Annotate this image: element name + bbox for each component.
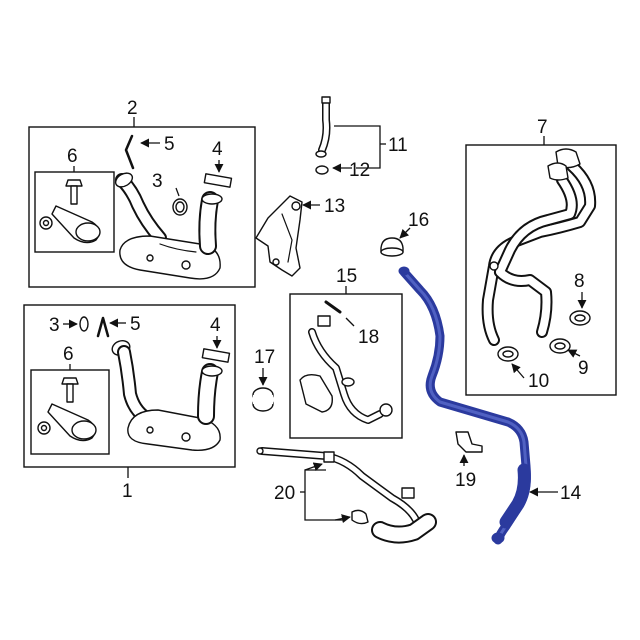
pipe-14-end-fitting (491, 532, 505, 544)
callout-9: 9 (578, 358, 589, 379)
clamp-part-10 (497, 346, 519, 362)
callout-3-lower: 3 (49, 315, 60, 336)
callout-14: 14 (560, 483, 582, 504)
assembly-box-7: 7 (465, 117, 617, 396)
callout-11: 11 (388, 135, 408, 156)
callout-12: 12 (349, 160, 370, 181)
pipe-14-outline[interactable] (399, 267, 531, 545)
tube-part-11 (315, 96, 331, 158)
bracket-part-13 (255, 195, 303, 277)
bolt-clamp-part-6: 6 (39, 146, 101, 244)
clamp-part-8 (569, 310, 591, 326)
callout-18: 18 (358, 327, 379, 348)
assembly-box-1: 1 6 3 5 4 (23, 304, 236, 502)
o-ring-part-3-lower (79, 316, 89, 332)
tag-part-4-upper (203, 173, 233, 188)
tag-part-4-lower (201, 348, 231, 363)
callout-5-upper: 5 (164, 134, 175, 155)
callout-2: 2 (127, 98, 138, 119)
callout-7: 7 (537, 117, 548, 138)
assembly-box-15: 15 18 (289, 266, 403, 439)
callout-16: 16 (408, 210, 429, 231)
callout-17: 17 (254, 347, 275, 368)
hose-part-20 (256, 447, 437, 544)
clip-part-5-upper (124, 134, 135, 170)
clamp-part-9 (549, 338, 571, 354)
callout-6-lower: 6 (63, 344, 74, 365)
callout-4-upper: 4 (212, 139, 223, 160)
callout-13: 13 (324, 196, 345, 217)
hose-assembly-lower (111, 340, 223, 451)
bolt-clamp-part-6-lower: 6 (37, 344, 97, 442)
coolant-pipe-part-14-highlighted[interactable] (398, 266, 531, 545)
pipe-14-end-sleeve (499, 463, 531, 529)
callout-4-lower: 4 (210, 315, 221, 336)
assembly-box-2: 2 6 5 3 4 (28, 98, 256, 288)
callout-6-upper: 6 (67, 146, 78, 167)
callout-15: 15 (336, 266, 357, 287)
seal-part-12 (315, 165, 329, 175)
callout-19: 19 (455, 470, 476, 491)
callout-5-lower: 5 (130, 314, 141, 335)
callout-1: 1 (122, 481, 133, 502)
cap-part-16 (380, 237, 404, 257)
hose-assembly-upper (114, 172, 223, 280)
fitting-part-18 (317, 315, 331, 327)
callout-3-upper: 3 (152, 171, 163, 192)
clip-part-5-lower (96, 316, 110, 338)
bracket-part-19 (455, 431, 483, 453)
pipe-14-top-fitting (398, 266, 410, 276)
callout-20: 20 (274, 483, 295, 504)
callout-10: 10 (528, 371, 549, 392)
clamp-part-17 (252, 387, 274, 412)
callout-8: 8 (574, 271, 585, 292)
